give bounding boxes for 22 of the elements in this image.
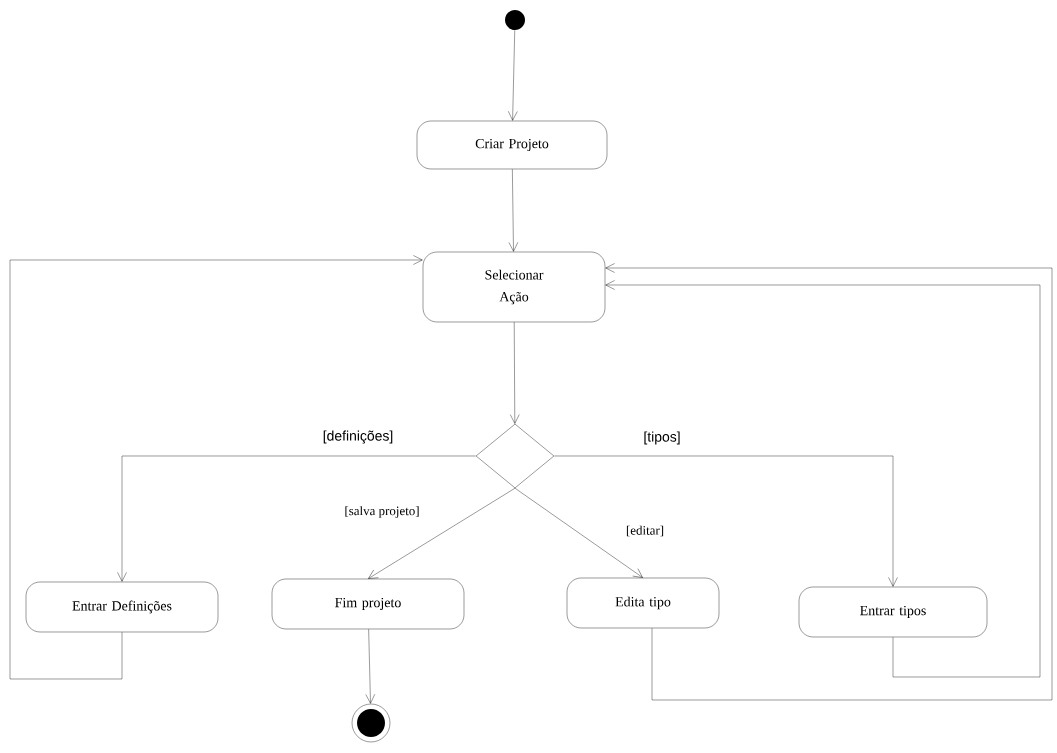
arrow <box>9 255 423 680</box>
edge-label: [tipos] <box>642 430 682 446</box>
arrow <box>510 322 520 424</box>
arrow <box>117 455 476 582</box>
arrow <box>368 488 516 579</box>
decision-diamond <box>475 423 555 489</box>
arrow <box>514 488 643 578</box>
end-node <box>351 703 391 743</box>
edge-label: [editar] <box>624 524 666 538</box>
action-box: Entrar Definições <box>25 581 219 633</box>
action-box: Criar Projeto <box>416 120 608 170</box>
arrow <box>508 30 518 121</box>
edge-label: [definições] <box>321 429 395 445</box>
action-box: Selecionar Ação <box>422 251 606 323</box>
action-box: Fim projeto <box>271 578 465 630</box>
edge-label: [salva projeto] <box>343 505 421 519</box>
arrow <box>508 169 519 252</box>
arrow <box>554 455 898 587</box>
action-box: Entrar tipos <box>798 586 988 638</box>
arrow <box>365 629 375 704</box>
action-box: Edita tipo <box>566 577 720 629</box>
start-node <box>505 10 525 30</box>
